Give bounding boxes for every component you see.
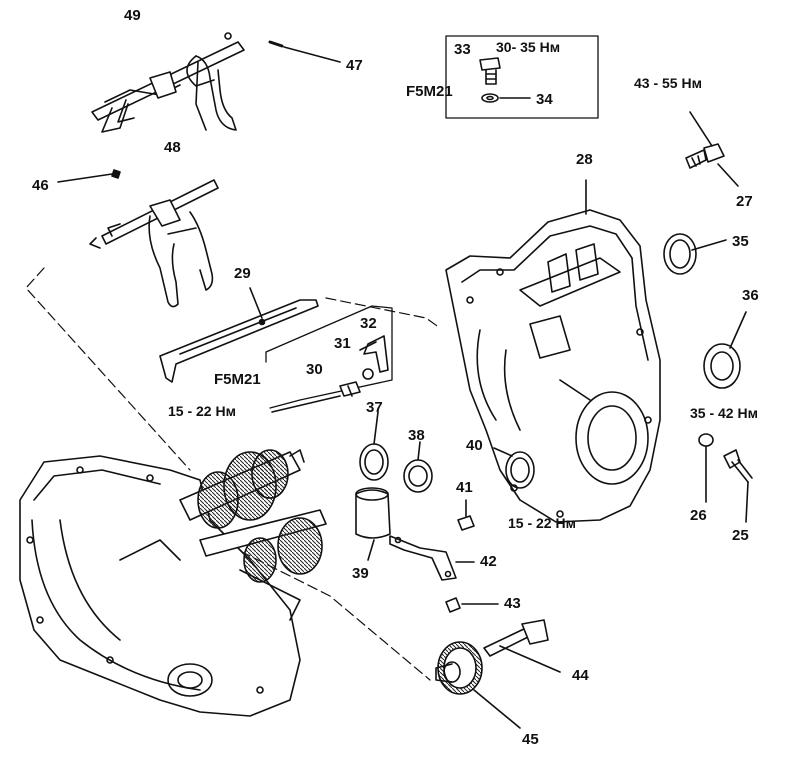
torque-15-22-mid: 15 - 22 Нм bbox=[508, 515, 576, 531]
pin-47 bbox=[268, 40, 341, 63]
callout-31: 31 bbox=[334, 335, 351, 352]
callout-30: 30 bbox=[306, 361, 323, 378]
pin-46 bbox=[57, 169, 121, 183]
seal-35 bbox=[663, 233, 727, 275]
callout-34: 34 bbox=[536, 91, 553, 108]
gearbox-housing bbox=[19, 449, 327, 717]
race-38 bbox=[403, 441, 433, 493]
bolt-43 bbox=[445, 597, 499, 613]
bolt-30 bbox=[339, 381, 361, 397]
callout-40: 40 bbox=[466, 437, 483, 454]
shaft-44 bbox=[483, 619, 561, 673]
torque-43-55: 43 - 55 Нм bbox=[634, 75, 702, 91]
callout-44: 44 bbox=[572, 667, 589, 684]
plate-29 bbox=[159, 287, 319, 383]
callout-37: 37 bbox=[366, 399, 383, 416]
torque-30-35: 30- 35 Нм bbox=[496, 39, 561, 55]
seal-40 bbox=[493, 447, 535, 489]
callout-29: 29 bbox=[234, 265, 251, 282]
callout-26: 26 bbox=[690, 507, 707, 524]
callout-45: 45 bbox=[522, 731, 539, 748]
torque-35-42: 35 - 42 Нм bbox=[690, 405, 758, 421]
housing-28 bbox=[445, 179, 661, 523]
callout-39: 39 bbox=[352, 565, 369, 582]
f5m21-box bbox=[445, 35, 599, 119]
bracket-32 bbox=[359, 335, 389, 373]
callout-49: 49 bbox=[124, 7, 141, 24]
variant-f5m21-left: F5M21 bbox=[214, 371, 261, 388]
callout-33: 33 bbox=[454, 41, 471, 58]
callout-36: 36 bbox=[742, 287, 759, 304]
bolt-41 bbox=[457, 499, 475, 531]
callout-47: 47 bbox=[346, 57, 363, 74]
sleeve-39 bbox=[355, 487, 391, 561]
callout-43: 43 bbox=[504, 595, 521, 612]
washer-34 bbox=[481, 93, 499, 103]
callout-27: 27 bbox=[736, 193, 753, 210]
variant-f5m21-top: F5M21 bbox=[406, 83, 453, 100]
bolt-25 bbox=[723, 449, 753, 523]
nut-31 bbox=[362, 368, 374, 380]
callout-48: 48 bbox=[164, 139, 181, 156]
callout-35: 35 bbox=[732, 233, 749, 250]
callout-46: 46 bbox=[32, 177, 49, 194]
callout-41: 41 bbox=[456, 479, 473, 496]
shift-rail-49 bbox=[91, 32, 245, 133]
gear-45 bbox=[435, 641, 521, 729]
lever-42 bbox=[389, 535, 475, 581]
callout-25: 25 bbox=[732, 527, 749, 544]
torque-15-22-left: 15 - 22 Нм bbox=[168, 403, 236, 419]
bolt-27 bbox=[685, 143, 725, 169]
plug-33 bbox=[479, 57, 501, 85]
seal-36 bbox=[703, 311, 747, 389]
race-37 bbox=[359, 411, 389, 481]
callout-38: 38 bbox=[408, 427, 425, 444]
callout-32: 32 bbox=[360, 315, 377, 332]
callout-42: 42 bbox=[480, 553, 497, 570]
shift-rail-48 bbox=[89, 179, 219, 308]
washer-26 bbox=[698, 433, 714, 503]
callout-28: 28 bbox=[576, 151, 593, 168]
